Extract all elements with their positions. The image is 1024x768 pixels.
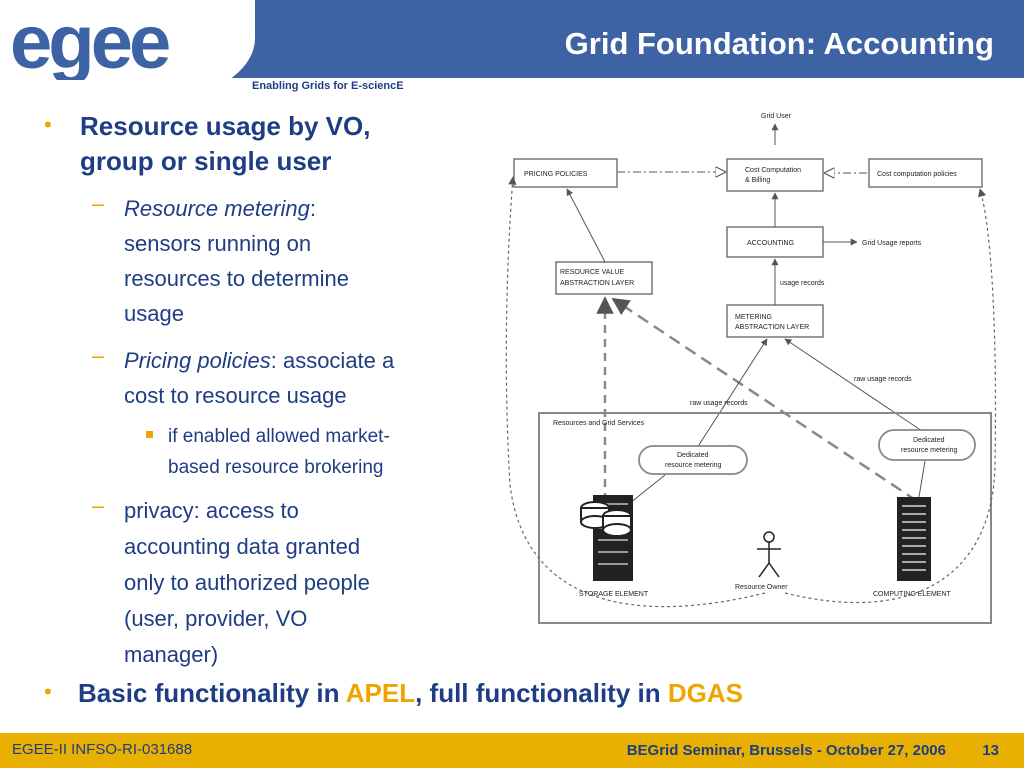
bullet-1-line-1: Resource usage by VO, bbox=[80, 111, 371, 141]
sub-bullet-3-line-2: accounting data granted bbox=[124, 534, 361, 559]
bullet-dot-icon: • bbox=[44, 112, 52, 137]
resources-grid-services-label: Resources and Grid Services bbox=[553, 420, 645, 427]
dedicated-metering-storage: Dedicated resource metering bbox=[638, 445, 748, 475]
dedicated-label-2b: resource metering bbox=[901, 447, 958, 454]
grid-usage-reports-label: Grid Usage reports bbox=[862, 240, 922, 247]
computing-element-icon bbox=[897, 497, 931, 581]
sub-bullet-1-line-3: resources to determine bbox=[124, 266, 349, 291]
pricing-policies-term: Pricing policies bbox=[124, 348, 271, 373]
footer-event: BEGrid Seminar, Brussels - October 27, 2… bbox=[626, 742, 946, 759]
egee-logo: egee bbox=[10, 10, 173, 80]
metering-label-1: METERING bbox=[735, 314, 772, 321]
cost-computation-box: Cost Computation & Billing bbox=[726, 158, 824, 192]
resource-value-label-2: ABSTRACTION LAYER bbox=[560, 280, 634, 287]
raw-usage-records-label-1: raw usage records bbox=[690, 400, 748, 407]
page-number: 13 bbox=[982, 742, 999, 759]
bullet-2: Basic functionality in APEL, full functi… bbox=[78, 676, 743, 711]
pricing-policies-box: PRICING POLICIES bbox=[513, 158, 618, 188]
owner-to-policies-dotted-arrow bbox=[784, 188, 997, 604]
logo-background bbox=[0, 0, 255, 100]
bullet-2-middle: , full functionality in bbox=[415, 678, 668, 708]
resource-value-box: RESOURCE VALUE ABSTRACTION LAYER bbox=[555, 261, 653, 295]
square-bullet-icon bbox=[146, 431, 153, 438]
dash-icon: – bbox=[92, 493, 105, 518]
sub-bullet-1-line-1: Resource metering: bbox=[124, 191, 316, 226]
storage-element-label: STORAGE ELEMENT bbox=[579, 591, 649, 598]
sub-bullet-3-line-4: (user, provider, VO bbox=[124, 606, 308, 631]
value-to-pricing-arrow bbox=[566, 188, 606, 263]
resource-value-label-1: RESOURCE VALUE bbox=[560, 269, 624, 276]
metering-label-2: ABSTRACTION LAYER bbox=[735, 324, 809, 331]
cost-computation-label-1: Cost Computation bbox=[745, 167, 801, 174]
resource-owner-label: Resource Owner bbox=[735, 584, 788, 591]
usage-records-label: usage records bbox=[780, 280, 825, 287]
accounting-architecture-diagram: Grid User PRICING POLICIES Cost Computat… bbox=[505, 113, 997, 624]
footer-project-id: EGEE-II INFSO-RI-031688 bbox=[12, 741, 193, 758]
storage-element-icon bbox=[580, 495, 633, 581]
storage-to-meter-line bbox=[629, 474, 666, 504]
cost-computation-label-2: & Billing bbox=[745, 177, 770, 184]
metering-layer-box: METERING ABSTRACTION LAYER bbox=[726, 304, 824, 338]
slide-title: Grid Foundation: Accounting bbox=[564, 26, 994, 61]
dgas-label: DGAS bbox=[667, 678, 743, 708]
sub-bullet-3-line-1: privacy: access to bbox=[124, 498, 299, 523]
computing-to-value-arrow bbox=[611, 297, 918, 503]
sub-bullet-1-line-4: usage bbox=[124, 301, 184, 326]
pricing-policies-label: PRICING POLICIES bbox=[524, 171, 588, 178]
sub-sub-bullet-line-1: if enabled allowed market- bbox=[168, 426, 390, 447]
dedicated-metering-computing: Dedicated resource metering bbox=[878, 429, 976, 461]
computing-to-meter-line bbox=[918, 460, 926, 498]
bullet-1-line-2: group or single user bbox=[80, 146, 332, 176]
dedicated-label-2a: Dedicated bbox=[913, 437, 945, 444]
footer-bar: EGEE-II INFSO-RI-031688 BEGrid Seminar, … bbox=[0, 733, 1024, 768]
colon: : bbox=[309, 196, 316, 221]
sub-bullet-3-line-5: manager) bbox=[124, 642, 219, 667]
owner-to-pricing-dotted-arrow bbox=[505, 176, 766, 608]
meter2-to-layer-arrow bbox=[784, 338, 926, 434]
meter1-to-layer-arrow bbox=[696, 338, 768, 449]
grid-user-label: Grid User bbox=[761, 113, 792, 120]
resource-owner-icon bbox=[757, 531, 781, 578]
pricing-policies-rest: : associate a bbox=[270, 348, 395, 373]
resources-grid-services-box: Resources and Grid Services bbox=[538, 412, 992, 624]
bullet-dot-icon: • bbox=[44, 679, 52, 704]
dash-icon: – bbox=[92, 343, 105, 368]
sub-bullet-1-line-2: sensors running on bbox=[124, 231, 312, 256]
sub-sub-bullet-line-2: based resource brokering bbox=[168, 457, 384, 478]
accounting-label: ACCOUNTING bbox=[747, 240, 794, 247]
tagline: Enabling Grids for E-sciencE bbox=[252, 80, 404, 92]
bullet-2-prefix: Basic functionality in bbox=[78, 678, 346, 708]
cost-policies-label: Cost computation policies bbox=[877, 171, 957, 178]
sub-bullet-2-line-2: cost to resource usage bbox=[124, 383, 347, 408]
apel-label: APEL bbox=[345, 678, 416, 708]
logo-text: egee bbox=[10, 10, 169, 80]
sub-bullet-3-line-3: only to authorized people bbox=[124, 570, 370, 595]
cost-policies-box: Cost computation policies bbox=[868, 158, 983, 188]
accounting-box: ACCOUNTING bbox=[726, 226, 824, 258]
sub-bullet-2-line-1: Pricing policies: associate a bbox=[124, 343, 394, 378]
dedicated-label-1b: resource metering bbox=[665, 462, 722, 469]
raw-usage-records-label-2: raw usage records bbox=[854, 376, 912, 383]
resource-metering-term: Resource metering bbox=[124, 196, 310, 221]
dedicated-label-1a: Dedicated bbox=[677, 452, 709, 459]
dash-icon: – bbox=[92, 191, 105, 216]
